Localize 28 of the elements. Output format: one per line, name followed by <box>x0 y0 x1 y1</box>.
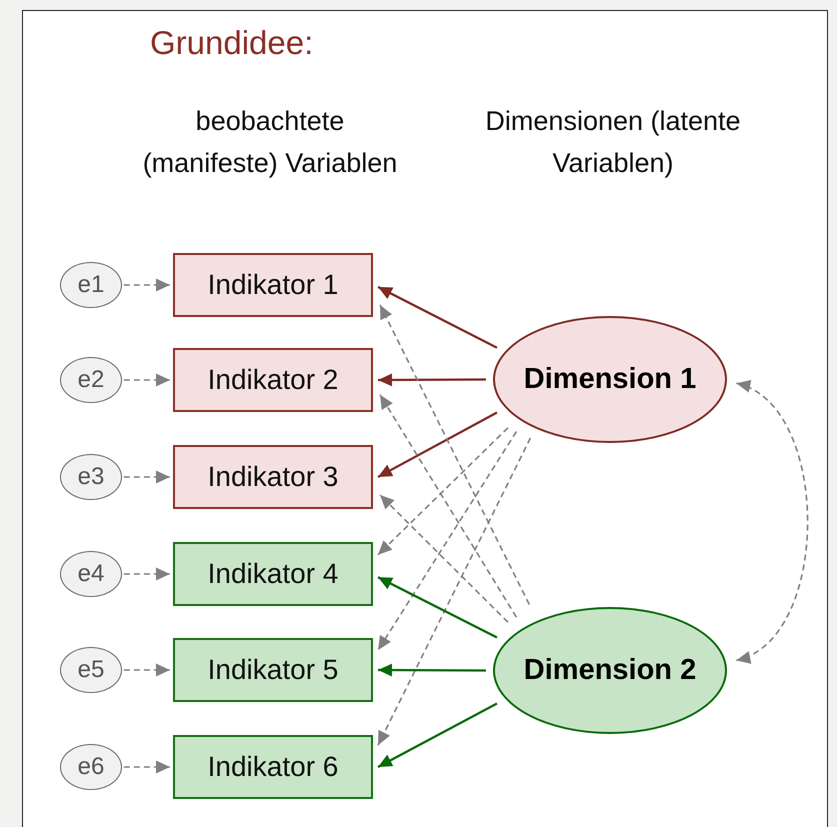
title: Grundidee: <box>150 24 314 62</box>
arrow <box>377 431 518 651</box>
indicator-box: Indikator 6 <box>173 735 373 799</box>
correlation-arrow <box>736 382 808 662</box>
arrow <box>377 702 498 768</box>
arrow <box>377 427 509 556</box>
arrow <box>124 664 170 676</box>
arrow <box>379 304 530 605</box>
arrow <box>377 576 498 638</box>
column-heading: beobachtete (manifeste) Variablen <box>142 105 398 180</box>
indicator-box: Indikator 4 <box>173 542 373 606</box>
indicator-box: Indikator 1 <box>173 253 373 317</box>
arrow <box>124 568 170 580</box>
arrow <box>379 494 509 623</box>
arrow <box>124 470 170 484</box>
arrow <box>124 278 170 292</box>
arrow <box>124 760 170 774</box>
arrow <box>378 664 486 677</box>
arrow <box>377 412 498 478</box>
arrow <box>377 286 498 349</box>
column-heading: Dimensionen (latente Variablen) <box>484 105 742 180</box>
arrow <box>379 394 518 618</box>
indicator-box: Indikator 3 <box>173 445 373 509</box>
indicator-box: Indikator 2 <box>173 348 373 412</box>
arrow <box>378 373 486 386</box>
arrow <box>377 438 532 746</box>
arrow <box>124 374 170 386</box>
indicator-box: Indikator 5 <box>173 638 373 702</box>
